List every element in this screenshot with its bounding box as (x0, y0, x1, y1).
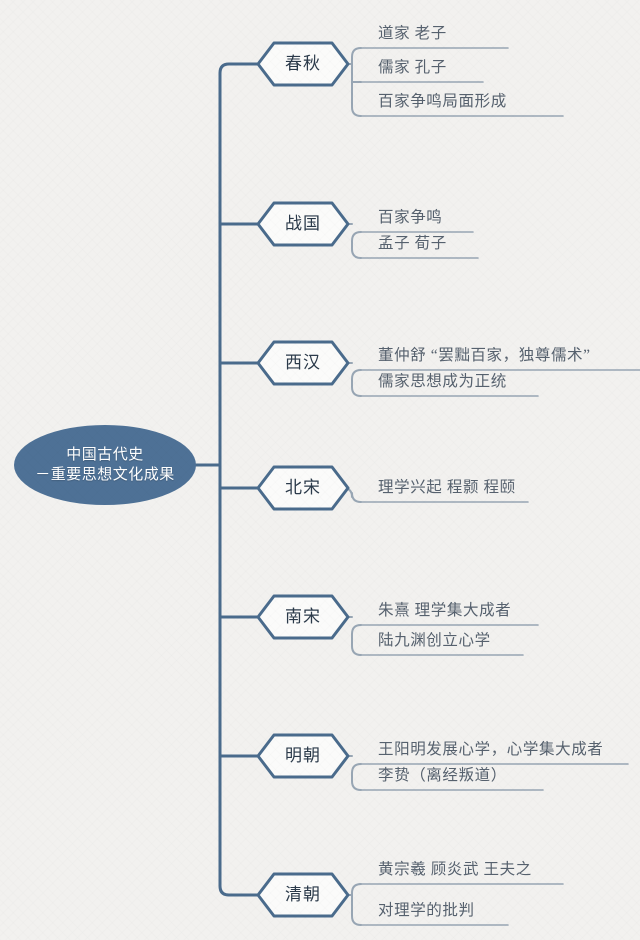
branch-label: 清朝 (285, 885, 321, 904)
branch-node-4[interactable]: 北宋 (258, 467, 348, 509)
leaf-node[interactable]: 理学兴起 程颢 程颐 (378, 479, 516, 496)
leaf-node[interactable]: 董仲舒 “罢黜百家，独尊儒术” (378, 347, 591, 364)
branch-node-1[interactable]: 春秋 (258, 43, 348, 85)
leaf-connector-spine (351, 883, 362, 926)
branch-label: 北宋 (285, 478, 321, 497)
root-label-block: 中国古代史 －重要思想文化成果 (35, 445, 175, 485)
branch-node-6[interactable]: 明朝 (258, 735, 348, 777)
branch-node-shape[interactable] (256, 465, 350, 511)
leaf-node[interactable]: 百家争鸣 (378, 209, 443, 226)
leaf-node[interactable]: 儒家思想成为正统 (378, 373, 507, 390)
root-node[interactable]: 中国古代史 －重要思想文化成果 (14, 425, 196, 505)
branch-node-shape[interactable] (256, 41, 350, 87)
root-node-shape[interactable] (14, 425, 196, 505)
leaf-connector-spine (351, 763, 362, 791)
branch-label: 春秋 (285, 54, 321, 73)
root-label-line-2: －重要思想文化成果 (35, 467, 175, 483)
leaf-node[interactable]: 儒家 孔子 (378, 59, 447, 76)
node-shape-group (14, 41, 350, 918)
branch-node-shape[interactable] (256, 733, 350, 779)
branch-node-shape[interactable] (256, 594, 350, 640)
leaf-node[interactable]: 孟子 荀子 (378, 235, 447, 252)
leaf-node[interactable]: 王阳明发展心学，心学集大成者 (378, 741, 604, 758)
root-label-line-1: 中国古代史 (66, 447, 144, 463)
branch-node-7[interactable]: 清朝 (258, 874, 348, 916)
branch-node-2[interactable]: 战国 (258, 203, 348, 245)
branch-node-5[interactable]: 南宋 (258, 596, 348, 638)
branch-label: 明朝 (285, 746, 321, 765)
branch-node-shape[interactable] (256, 340, 350, 386)
branch-label: 西汉 (285, 353, 321, 372)
leaf-node[interactable]: 李贽（离经叛道） (378, 767, 507, 784)
connector-group (194, 47, 640, 926)
leaf-connector-spine (351, 231, 362, 259)
leaf-node[interactable]: 道家 老子 (378, 25, 447, 42)
leaf-node[interactable]: 朱熹 理学集大成者 (378, 602, 512, 619)
main-trunk (218, 62, 260, 897)
branch-label: 战国 (285, 214, 321, 233)
branch-node-3[interactable]: 西汉 (258, 342, 348, 384)
leaf-connector-spine (351, 624, 362, 656)
branch-node-shape[interactable] (256, 201, 350, 247)
leaf-connector-spine (351, 369, 362, 397)
leaf-node[interactable]: 百家争鸣局面形成 (378, 93, 507, 110)
branch-label: 南宋 (285, 607, 321, 626)
branch-node-shape[interactable] (256, 872, 350, 918)
leaf-node[interactable]: 陆九渊创立心学 (378, 632, 491, 649)
leaf-node[interactable]: 对理学的批判 (378, 902, 475, 919)
leaf-node[interactable]: 黄宗羲 顾炎武 王夫之 (378, 861, 532, 878)
